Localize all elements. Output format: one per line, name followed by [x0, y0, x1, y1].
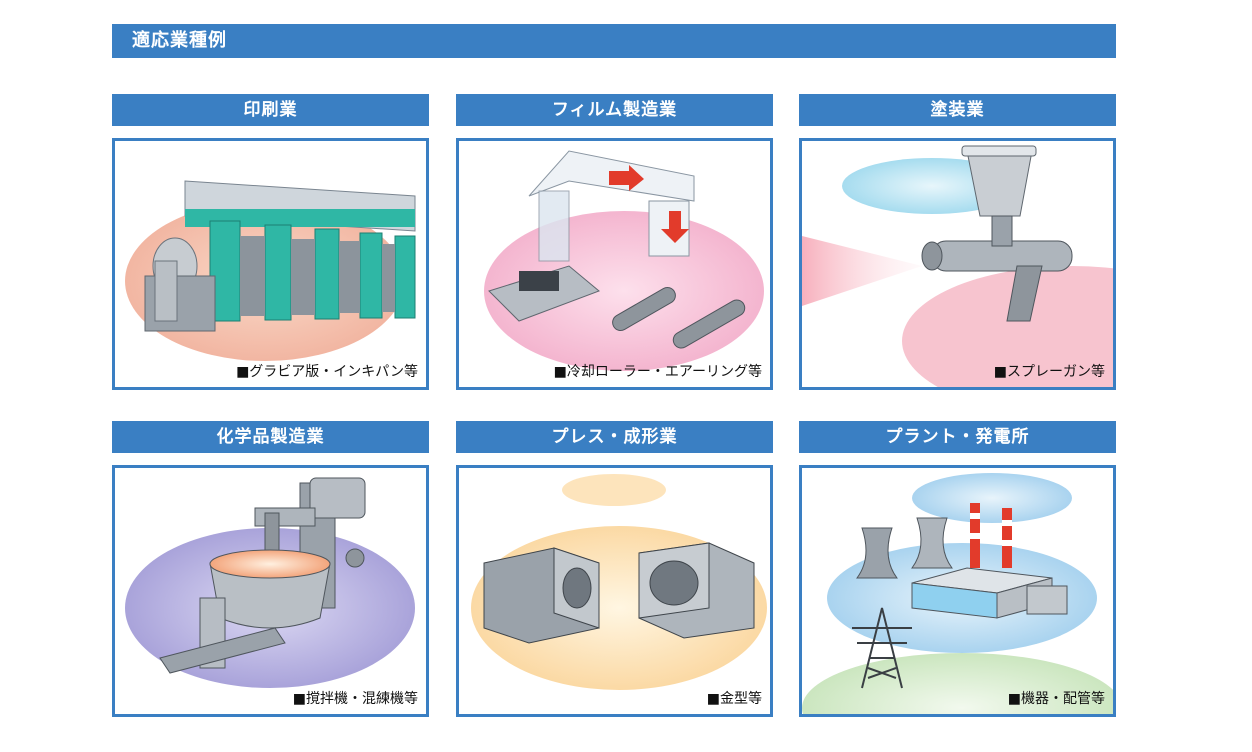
card-title: プレス・成形業	[456, 421, 773, 453]
card-caption: ■グラビア版・インキパン等	[236, 364, 418, 380]
card-caption: ■スプレーガン等	[993, 364, 1105, 380]
power-plant-illustration	[802, 473, 1113, 714]
card-title: プラント・発電所	[799, 421, 1116, 453]
illustration-frame: ■機器・配管等	[799, 465, 1116, 717]
illustration-frame: ■冷却ローラー・エアーリング等	[456, 138, 773, 390]
section-title: 適応業種例	[112, 24, 1116, 58]
card-caption: ■金型等	[706, 691, 762, 707]
illustration-frame: ■金型等	[456, 465, 773, 717]
illustration-frame: ■撹拌機・混練機等	[112, 465, 429, 717]
industry-card-chemical: 化学品製造業 ■撹拌機・混練機等	[112, 421, 429, 717]
industry-card-printing: 印刷業 ■グラビア版・インキ	[112, 94, 429, 390]
card-title: 化学品製造業	[112, 421, 429, 453]
card-title: フィルム製造業	[456, 94, 773, 126]
illustration-frame: ■グラビア版・インキパン等	[112, 138, 429, 390]
film-manufacturing-illustration	[484, 150, 764, 371]
card-caption: ■撹拌機・混練機等	[292, 691, 418, 707]
spray-gun-illustration	[802, 145, 1113, 387]
industry-card-press: プレス・成形業 ■金型等	[456, 421, 773, 717]
card-title: 印刷業	[112, 94, 429, 126]
card-title: 塗装業	[799, 94, 1116, 126]
mold-illustration	[471, 474, 767, 690]
gravure-printing-press-illustration	[125, 180, 416, 361]
industry-card-plant: プラント・発電所	[799, 421, 1116, 717]
card-caption: ■機器・配管等	[1007, 691, 1105, 707]
mixer-illustration	[125, 477, 415, 688]
industry-card-painting: 塗装業 ■スプレーガン等	[799, 94, 1116, 390]
illustration-frame: ■スプレーガン等	[799, 138, 1116, 390]
card-caption: ■冷却ローラー・エアーリング等	[553, 364, 762, 380]
industry-card-film: フィルム製造業 ■冷却ローラー・エアーリング等	[456, 94, 773, 390]
